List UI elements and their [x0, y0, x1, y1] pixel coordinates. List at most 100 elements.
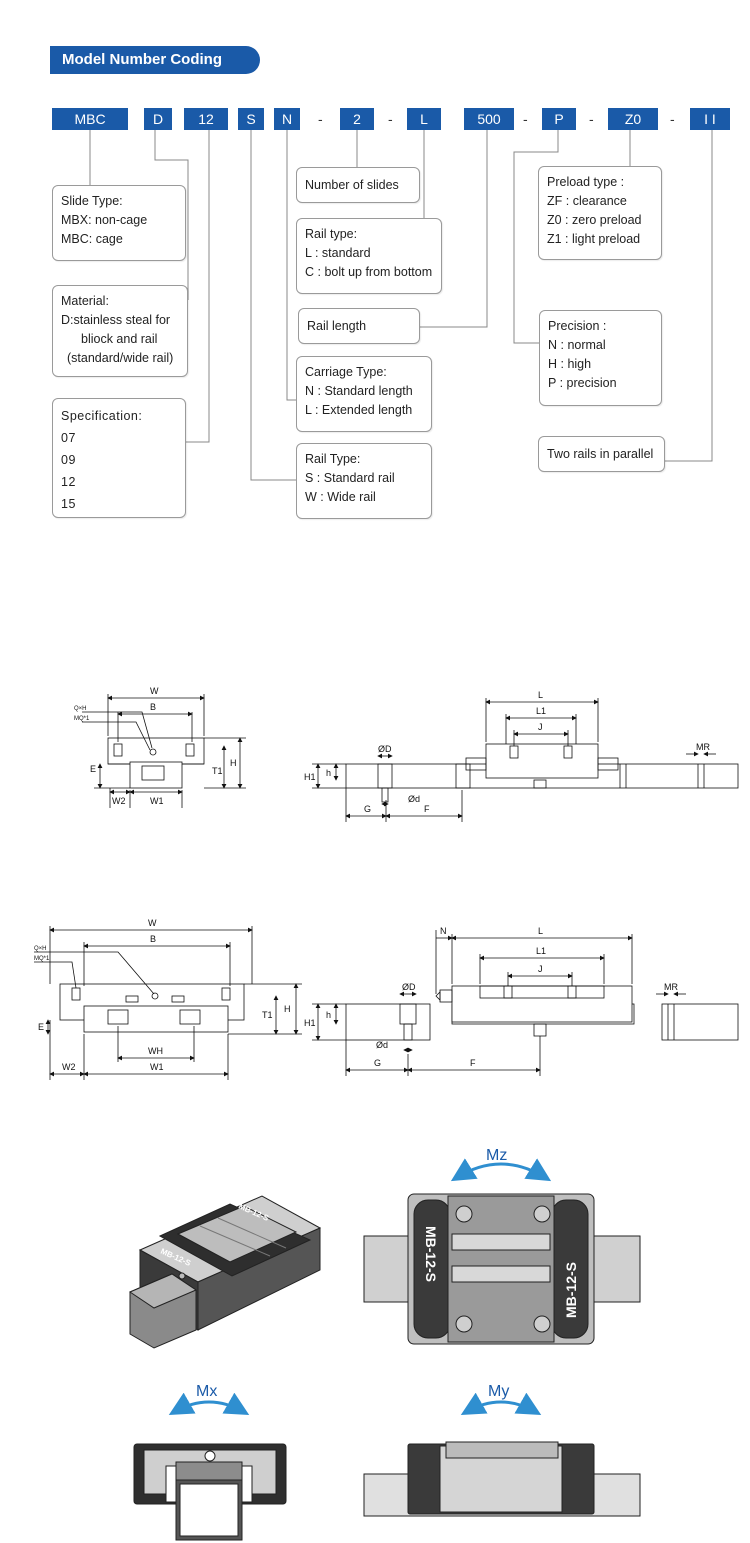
dim-label: L [538, 690, 543, 700]
rail-type-l-title: Rail type: [305, 227, 358, 241]
dim-label: H1 [304, 1018, 316, 1028]
front-view-wide [34, 926, 302, 1080]
dim-label: B [150, 702, 156, 712]
dim-label: MR [664, 982, 678, 992]
number-of-slides-title: Number of slides [305, 178, 399, 192]
leader-lines [89, 130, 713, 481]
dim-label: T1 [262, 1010, 273, 1020]
slide-type-option: MBX: non-cage [61, 213, 148, 227]
section-title: Model Number Coding [62, 51, 222, 68]
dim-label: h [326, 1010, 331, 1020]
rail-type-l-option: L : standard [305, 246, 371, 260]
side-view-wide [312, 930, 739, 1076]
carriage-type-title: Carriage Type: [305, 365, 387, 379]
dim-label: F [470, 1058, 476, 1068]
dim-label: W2 [62, 1062, 76, 1072]
moment-mx: Mx [196, 1383, 217, 1400]
material-box: Material: D:stainless steal for bliock a… [52, 285, 188, 377]
two-rails-parallel-box: Two rails in parallel [538, 436, 665, 472]
moment-my: My [488, 1383, 509, 1400]
rail-type-s-box: Rail Type: S : Standard rail W : Wide ra… [296, 443, 432, 519]
dim-label: H1 [304, 772, 316, 782]
dim-label: L1 [536, 706, 546, 716]
material-title: Material: [61, 294, 109, 308]
end-view-block [133, 1443, 287, 1541]
dim-label: H [230, 758, 237, 768]
specification-size: 12 [61, 475, 76, 489]
code-s: S [238, 108, 264, 130]
dim-label: L [538, 926, 543, 936]
preload-type-title: Preload type : [547, 175, 625, 189]
dim-label: W1 [150, 1062, 164, 1072]
mx-arrow-icon [168, 1392, 250, 1415]
slide-type-title: Slide Type: [61, 194, 123, 208]
specification-size: 07 [61, 431, 76, 445]
dim-label: Ød [376, 1040, 388, 1050]
carriage-type-box: Carriage Type: N : Standard length L : E… [296, 356, 432, 432]
code-500: 500 [464, 108, 514, 130]
slide-type-box: Slide Type: MBX: non-cage MBC: cage [52, 185, 186, 261]
front-view-standard [82, 694, 246, 808]
slide-type-option: MBC: cage [61, 232, 123, 246]
dim-label: N [440, 926, 447, 936]
dim-label: MQ*1 [74, 716, 90, 722]
dash: - [388, 111, 393, 127]
two-rails-parallel-title: Two rails in parallel [547, 447, 654, 461]
precision-option: P : precision [548, 376, 617, 390]
code-12: 12 [184, 108, 228, 130]
code-p: P [542, 108, 576, 130]
precision-title: Precision : [548, 319, 607, 333]
carriage-type-option: L : Extended length [305, 403, 413, 417]
material-line: D:stainless steal for [61, 313, 171, 327]
rail-type-l-option: C : bolt up from bottom [305, 265, 433, 279]
block-marking: MB-12-S [237, 1202, 271, 1224]
code-z0: Z0 [608, 108, 658, 130]
rail-type-s-title: Rail Type: [305, 452, 361, 466]
dim-label: J [538, 722, 543, 732]
dim-label: E [90, 764, 96, 774]
dim-label: J [538, 964, 543, 974]
precision-box: Precision : N : normal H : high P : prec… [539, 310, 662, 406]
precision-option: H : high [548, 357, 592, 371]
dim-label: W [150, 686, 159, 696]
dim-label: L1 [536, 946, 546, 956]
precision-option: N : normal [548, 338, 606, 352]
top-view-block [363, 1193, 641, 1345]
dim-label: W1 [150, 796, 164, 806]
isometric-block [128, 1195, 322, 1349]
dim-label: T1 [212, 766, 223, 776]
my-arrow-icon [460, 1392, 542, 1415]
side-view-block [363, 1441, 641, 1517]
code-ii: I I [690, 108, 730, 130]
specification-size: 15 [61, 497, 76, 511]
dash: - [670, 111, 675, 127]
specification-box: Specification: 07 09 12 15 [52, 398, 186, 518]
block-marking: MB-12-S [159, 1247, 193, 1269]
side-view-standard [312, 698, 739, 822]
block-marking: MB-12-S [423, 1226, 439, 1282]
rail-type-s-option: W : Wide rail [305, 490, 376, 504]
dash: - [318, 111, 323, 127]
rail-type-l-box: Rail type: L : standard C : bolt up from… [296, 218, 442, 294]
dim-label: F [424, 804, 430, 814]
dim-label: Q×H [74, 706, 87, 712]
dash: - [589, 111, 594, 127]
dim-label: Q×H [34, 946, 47, 952]
material-line: (standard/wide rail) [67, 351, 174, 365]
dim-label: WH [148, 1046, 163, 1056]
dim-label: W2 [112, 796, 126, 806]
dim-label: H [284, 1004, 291, 1014]
carriage-type-option: N : Standard length [305, 384, 413, 398]
block-marking: MB-12-S [563, 1262, 579, 1318]
rail-type-s-option: S : Standard rail [305, 471, 395, 485]
rail-length-box: Rail length [298, 308, 420, 344]
code-2: 2 [340, 108, 374, 130]
section-header: Model Number Coding [50, 46, 260, 74]
dim-label: Ød [408, 794, 420, 804]
dim-label: MR [696, 742, 710, 752]
dim-label: ØD [402, 982, 416, 992]
specification-title: Specification: [61, 409, 143, 423]
code-d: D [144, 108, 172, 130]
dim-label: G [374, 1058, 381, 1068]
code-n: N [274, 108, 300, 130]
